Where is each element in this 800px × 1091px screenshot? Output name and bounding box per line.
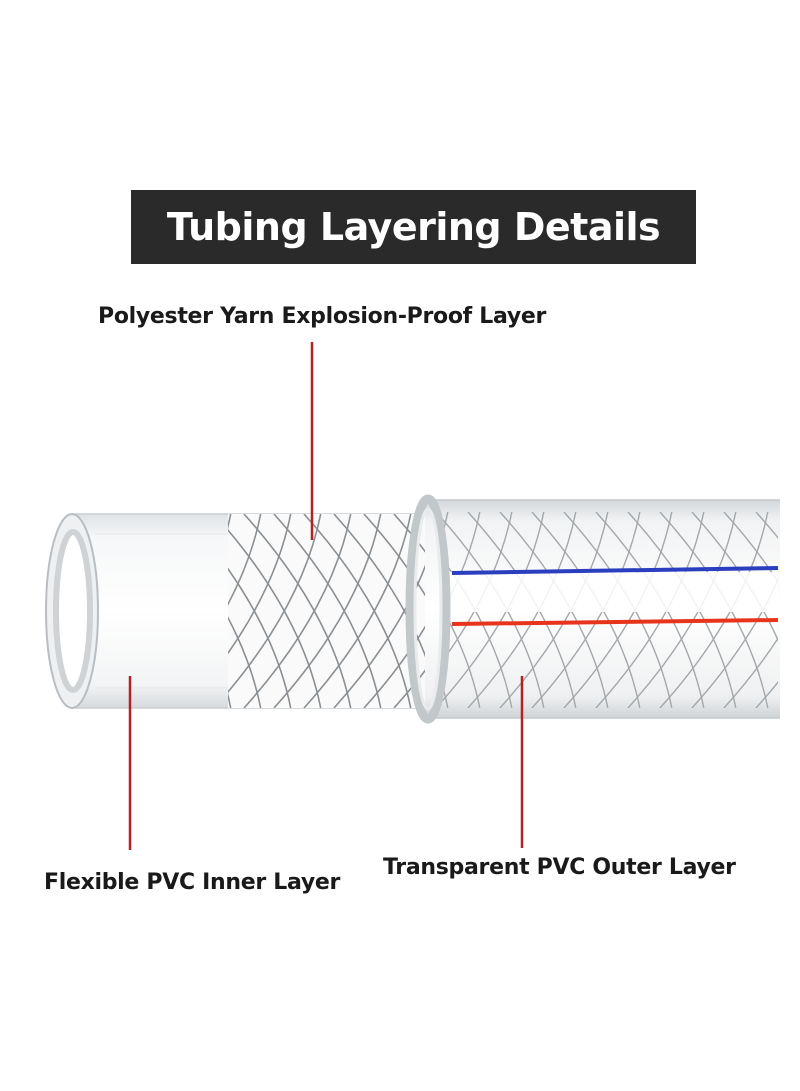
yarn-layer-label: Polyester Yarn Explosion-Proof Layer: [98, 304, 547, 329]
outer-braid-strand: [788, 512, 800, 708]
inner-tube-opening: [45, 513, 99, 709]
title-banner: Tubing Layering Details: [131, 190, 696, 264]
outer-braid-strand: [755, 512, 778, 539]
leader-lines: [128, 342, 524, 850]
outer-tube-stripes: [450, 566, 779, 626]
outer-braid-strand: [723, 512, 778, 583]
red-stripe: [451, 618, 779, 626]
outer-braid-strand: [723, 637, 778, 708]
outer-braid-strand: [788, 512, 800, 708]
outer-braid-strand: [755, 681, 778, 708]
outer-layer-label: Transparent PVC Outer Layer: [383, 855, 736, 880]
outer-tube-rim: [405, 494, 451, 724]
blue-stripe: [451, 566, 779, 575]
yarn-braid-strand: [228, 514, 322, 694]
yarn-braid-strand: [303, 514, 412, 708]
inner-layer-label: Flexible PVC Inner Layer: [44, 870, 341, 895]
yarn-braid-strand: [228, 514, 262, 606]
yarn-braid-strand: [273, 514, 382, 708]
yarn-braid-strand: [228, 616, 262, 708]
yarn-braid-strand: [243, 514, 352, 708]
yarn-braid-strand: [228, 514, 292, 655]
page-title: Tubing Layering Details: [166, 205, 661, 249]
